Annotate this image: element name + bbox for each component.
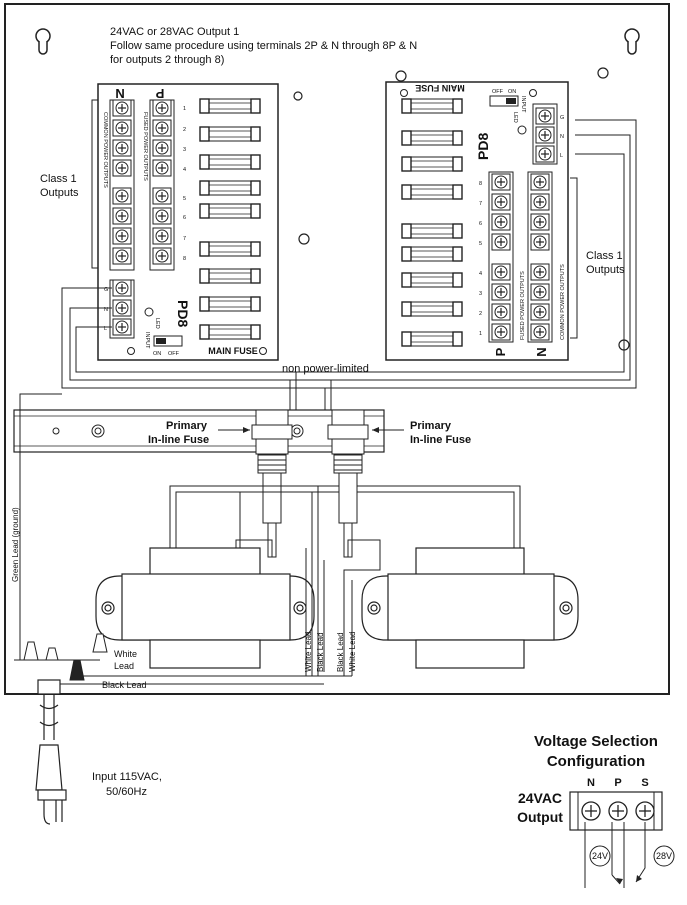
right-common-outputs: COMMON POWER OUTPUTS [560,264,566,340]
class1-left-1: Class 1 [40,173,77,185]
right-num-5: 5 [479,241,482,247]
left-num-3: 3 [183,147,186,153]
left-col-p: P [155,86,164,101]
left-in-n: N [104,307,108,313]
right-model: PD8 [475,133,491,160]
mount-hole [597,67,609,79]
board-wiring [61,119,637,430]
class1-left-2: Outputs [40,187,79,199]
t1-black-lead: Black Lead [316,632,325,672]
right-switch-off: OFF [492,89,504,95]
black-lead-label: Black Lead [102,680,147,690]
mount-hole [395,70,407,82]
vc-output-1: 24VAC [518,790,562,806]
right-switch-on: ON [508,89,516,95]
left-num-2: 2 [183,127,186,133]
right-main-fuse: MAIN FUSE [415,83,465,93]
white-lead-1: White [114,649,137,659]
t2-white-lead: White Lead [348,632,357,672]
primary-left-2: In-line Fuse [148,434,209,446]
vc-tag-28: 28V [656,851,672,861]
left-switch-on: ON [153,351,161,357]
white-lead-2: Lead [114,661,134,671]
left-num-8: 8 [183,256,186,262]
primary-left-1: Primary [166,420,208,432]
right-in-n: N [560,134,564,140]
vc-col-s: S [641,777,648,789]
right-led: LED [512,112,518,123]
input-voltage-1: Input 115VAC, [92,771,162,783]
primary-right-2: In-line Fuse [410,434,471,446]
right-num-1: 1 [479,331,482,337]
class1-right-1: Class 1 [586,250,623,262]
right-fused-outputs: FUSED POWER OUTPUTS [520,271,526,340]
header-note-line1: 24VAC or 28VAC Output 1 [110,26,239,38]
right-num-8: 8 [479,181,482,187]
vc-output-2: Output [517,809,563,825]
left-in-l: L [104,326,107,332]
class1-right-2: Outputs [586,264,625,276]
transformer-wiring [19,393,521,685]
vc-col-p: P [614,777,621,789]
left-num-5: 5 [183,196,186,202]
right-pd8-board: MAIN FUSE OFF ON INPUT LED PD8 G N L 8 7… [385,81,569,361]
left-switch-off: OFF [168,351,180,357]
right-num-4: 4 [479,271,482,277]
left-model: PD8 [175,300,191,327]
transformer-left [95,547,315,669]
input-voltage-2: 50/60Hz [106,786,147,798]
mounting-rail [13,409,385,453]
right-num-6: 6 [479,221,482,227]
left-main-fuse: MAIN FUSE [208,346,258,356]
left-col-n: N [115,86,124,101]
mount-hole [298,233,310,245]
header-note-line2: Follow same procedure using terminals 2P… [110,40,417,52]
left-input: INPUT [144,332,150,349]
right-num-7: 7 [479,201,482,207]
t1-white-lead: White Lead [304,632,313,672]
right-num-3: 3 [479,291,482,297]
left-pd8-board: N P COMMON POWER OUTPUTS FUSED POWER OUT… [97,83,279,361]
wire-nuts [14,633,108,681]
mount-hole [293,91,303,101]
right-in-g: G [560,115,564,121]
left-num-6: 6 [183,215,186,221]
transformer-right [361,547,579,669]
left-fused-outputs: FUSED POWER OUTPUTS [142,112,148,181]
primary-right-1: Primary [410,420,452,432]
vc-title-2: Configuration [547,753,645,770]
right-num-2: 2 [479,311,482,317]
header-note-line3: for outputs 2 through 8) [110,54,224,66]
right-in-l: L [560,153,563,159]
vc-title-1: Voltage Selection [534,733,658,750]
right-col-p: P [493,347,508,356]
power-cord [35,679,67,825]
t2-black-lead: Black Lead [336,632,345,672]
vc-col-n: N [587,777,595,789]
voltage-config: Voltage Selection Configuration N P S 24… [517,733,675,888]
left-led: LED [154,318,160,329]
vc-tag-24: 24V [592,851,608,861]
non-power-limited-label: non power-limited [282,363,369,375]
left-num-4: 4 [183,167,186,173]
left-in-g: G [104,287,108,293]
right-input: INPUT [520,96,526,113]
left-num-1: 1 [183,106,186,112]
left-common-outputs: COMMON POWER OUTPUTS [102,112,108,188]
left-num-7: 7 [183,236,186,242]
right-col-n: N [534,347,549,356]
green-lead-label: Green Lead (ground) [11,507,20,582]
